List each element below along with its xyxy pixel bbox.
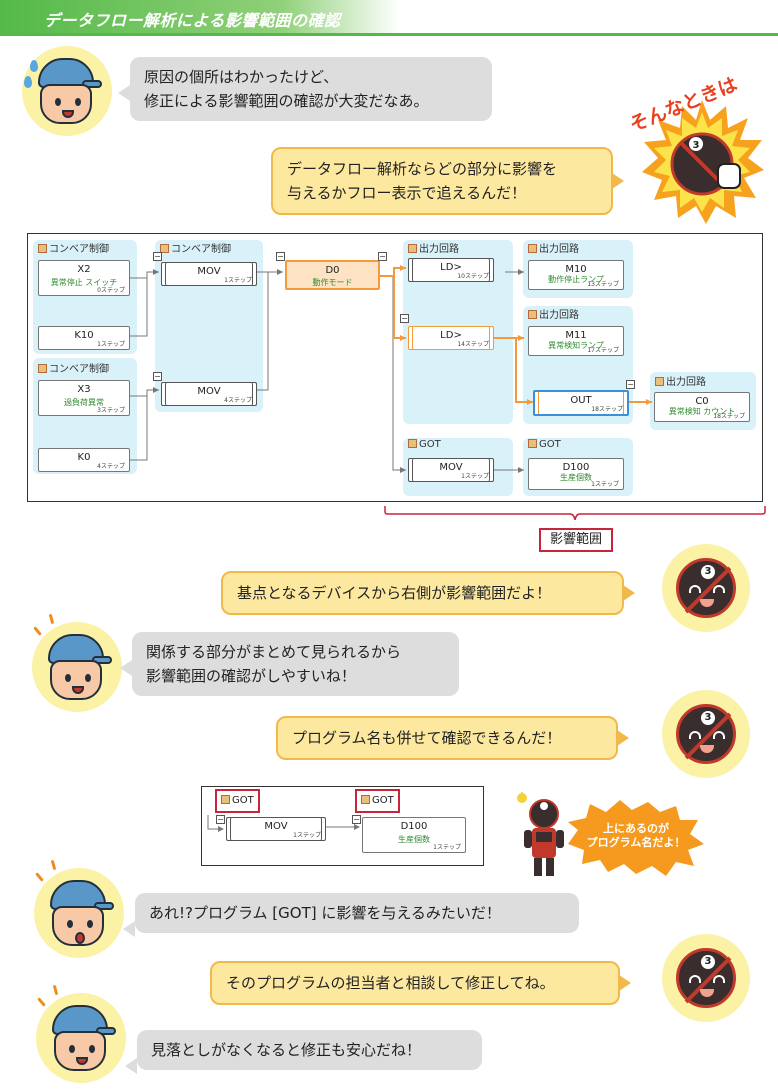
sweat-drop-icon (24, 76, 32, 88)
boy-speech-bubble: 見落としがなくなると修正も安心だね！ (125, 1030, 482, 1074)
hero-speech-bubble: 基点となるデバイスから右側が影響範囲だよ！ (221, 571, 635, 615)
program-icon (160, 244, 169, 253)
program-icon (528, 244, 537, 253)
program-icon (408, 439, 417, 448)
program-icon (528, 310, 537, 319)
boy-speech-bubble: 原因の個所はわかったけど、 修正による影響範囲の確認が大変だなあ。 (118, 57, 492, 121)
instruction-node-ld[interactable]: LD>14ステップ (408, 326, 494, 350)
program-icon (408, 244, 417, 253)
collapse-toggle[interactable]: − (400, 314, 409, 323)
hero-speech-bubble: データフロー解析ならどの部分に影響を 与えるかフロー表示で追えるんだ！ (271, 147, 624, 215)
dataflow-diagram: コンベア制御 コンベア制御 コンベア制御 出力回路 出力回路 出力回路 出力回路… (27, 233, 763, 502)
collapse-toggle[interactable]: − (153, 252, 162, 261)
program-icon (655, 377, 664, 386)
program-icon (38, 244, 47, 253)
group-label: コンベア制御 (38, 240, 109, 255)
collapse-toggle[interactable]: − (153, 372, 162, 381)
page-title: データフロー解析による影響範囲の確認 (44, 11, 341, 30)
header-band (0, 0, 400, 34)
boy-avatar (32, 613, 122, 712)
program-icon (221, 795, 230, 804)
flow-lines (130, 265, 652, 473)
boy-speech-bubble: 関係する部分がまとめて見られるから 影響範囲の確認がしやすいね！ (120, 632, 459, 696)
program-name-label: GOT (215, 789, 260, 813)
group-label: 出力回路 (528, 240, 579, 255)
collapse-toggle[interactable]: − (378, 252, 387, 261)
group-label: コンベア制御 (38, 360, 109, 375)
callout-burst-icon (568, 800, 704, 876)
program-name-label: GOT (355, 789, 400, 813)
group-label: 出力回路 (528, 306, 579, 321)
sweat-drop-icon (30, 60, 38, 72)
program-icon (528, 439, 537, 448)
group-label: 出力回路 (408, 240, 459, 255)
impact-range-label: 影響範囲 (539, 528, 613, 552)
boy-avatar (22, 46, 112, 136)
program-icon (361, 795, 370, 804)
collapse-toggle[interactable]: − (276, 252, 285, 261)
group-label: GOT (528, 439, 561, 450)
boy-speech-bubble: あれ!?プログラム [GOT] に影響を与えるみたいだ！ (123, 893, 579, 937)
group-label: コンベア制御 (160, 240, 231, 255)
header-rule (0, 33, 778, 36)
starburst-icon: 3 (642, 100, 764, 224)
callout-text: 上にあるのが プログラム名だよ！ (586, 822, 686, 849)
collapse-toggle[interactable]: − (352, 815, 361, 824)
collapse-toggle[interactable]: − (216, 815, 225, 824)
hero-speech-bubble: そのプログラムの担当者と相談して修正してね。 (210, 961, 631, 1005)
mascot-robot-icon (517, 792, 564, 876)
hero-avatar: 3 (662, 690, 750, 778)
page-header: データフロー解析による影響範囲の確認 (0, 0, 778, 36)
hero-avatar: 3 (662, 544, 750, 632)
group-label: GOT (408, 439, 441, 450)
boy-avatar (36, 984, 126, 1083)
collapse-toggle[interactable]: − (626, 380, 635, 389)
group-label: 出力回路 (655, 373, 706, 388)
instruction-node-ld[interactable]: LD>10ステップ (408, 258, 494, 282)
inset-flow-lines (207, 815, 360, 832)
program-icon (38, 364, 47, 373)
hero-speech-bubble: プログラム名も併せて確認できるんだ！ (276, 716, 629, 760)
boy-avatar (34, 859, 124, 958)
range-brace (384, 506, 766, 520)
hero-avatar: 3 (662, 934, 750, 1022)
svg-text:3: 3 (693, 140, 700, 151)
